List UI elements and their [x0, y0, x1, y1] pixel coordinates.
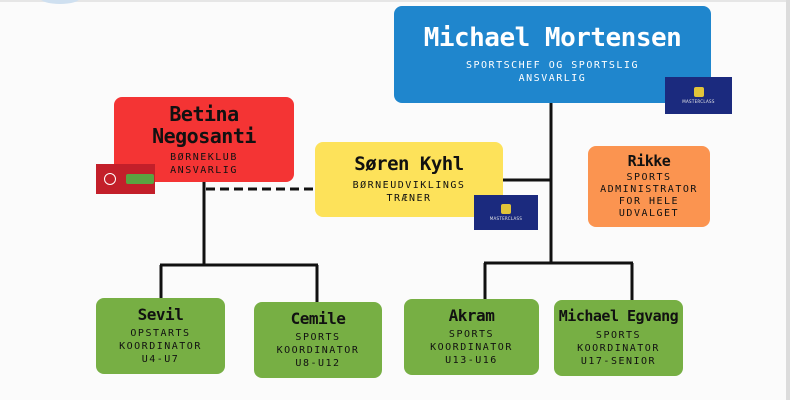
role-line: KOORDINATOR	[430, 342, 513, 354]
node-head: Michael Mortensen SPORTSCHEF OG SPORTSLI…	[394, 6, 711, 103]
node-name: Michael Mortensen	[423, 23, 682, 54]
role-line: SPORTS	[595, 329, 642, 341]
node-role: BØRNEUDVIKLINGS TRÆNER	[353, 179, 466, 205]
node-role: SPORTSCHEF OG SPORTSLIG ANSVARLIG	[466, 59, 639, 85]
node-coordinator-cemile: Cemile SPORTS KOORDINATOR U8-U12	[254, 302, 382, 378]
role-line: SPORTS	[448, 329, 495, 341]
role-line: ANSVARLIG	[170, 164, 238, 176]
role-line: KOORDINATOR	[577, 342, 660, 354]
role-line: OPSTARTS	[130, 328, 191, 340]
role-line: U13-U16	[445, 355, 498, 367]
role-line: U17-SENIOR	[580, 355, 657, 367]
node-name: Michael Egvang	[558, 307, 679, 326]
node-role: SPORTS ADMINISTRATOR FOR HELE UDVALGET	[600, 172, 698, 220]
role-line: SPORTS	[626, 171, 672, 183]
crest-shield	[501, 204, 511, 214]
role-line: ANSVARLIG	[518, 72, 587, 84]
role-line: BØRNEUDVIKLINGS	[352, 179, 466, 191]
node-name: Betina Negosanti	[152, 101, 256, 148]
node-name: Rikke	[627, 152, 671, 171]
role-line: U4-U7	[141, 354, 180, 366]
club-crest-icon: MASTERCLASS	[665, 77, 732, 114]
role-line: U8-U12	[295, 358, 341, 370]
node-name: Sevil	[137, 304, 184, 324]
club-seal-icon	[96, 164, 155, 194]
role-line: KOORDINATOR	[119, 341, 202, 353]
node-coordinator-egvang: Michael Egvang SPORTS KOORDINATOR U17-SE…	[554, 300, 683, 376]
role-line: SPORTSCHEF OG SPORTSLIG	[466, 59, 639, 71]
node-coach: Søren Kyhl BØRNEUDVIKLINGS TRÆNER	[315, 142, 503, 217]
crest-shield	[693, 87, 704, 97]
seal-emblem	[104, 173, 116, 185]
role-line: ADMINISTRATOR	[600, 183, 698, 195]
node-role: BØRNEKLUB ANSVARLIG	[170, 151, 238, 177]
node-role: SPORTS KOORDINATOR U17-SENIOR	[577, 329, 660, 368]
node-name: Cemile	[290, 308, 346, 328]
role-line: TRÆNER	[386, 192, 432, 204]
node-name: Søren Kyhl	[354, 153, 464, 176]
node-coordinator-sevil: Sevil OPSTARTS KOORDINATOR U4-U7	[96, 298, 225, 374]
node-role: SPORTS KOORDINATOR U8-U12	[277, 331, 360, 370]
role-line: UDVALGET	[618, 207, 680, 219]
corner-decoration	[40, 0, 80, 4]
node-role: SPORTS KOORDINATOR U13-U16	[430, 328, 513, 367]
page-top-edge	[0, 0, 790, 2]
field-emblem	[126, 174, 154, 184]
role-line: FOR HELE	[618, 195, 680, 207]
role-line: KOORDINATOR	[276, 345, 360, 357]
node-coordinator-akram: Akram SPORTS KOORDINATOR U13-U16	[404, 299, 539, 375]
node-children-club: Betina Negosanti BØRNEKLUB ANSVARLIG	[114, 97, 294, 182]
node-role: OPSTARTS KOORDINATOR U4-U7	[119, 327, 202, 366]
node-admin: Rikke SPORTS ADMINISTRATOR FOR HELE UDVA…	[588, 146, 710, 227]
role-line: BØRNEKLUB	[170, 151, 238, 163]
role-line: SPORTS	[295, 332, 341, 344]
node-name: Akram	[448, 305, 495, 325]
crest-caption: MASTERCLASS	[489, 216, 523, 221]
page-right-edge	[786, 0, 790, 400]
crest-caption: MASTERCLASS	[682, 99, 715, 104]
club-crest-icon: MASTERCLASS	[474, 195, 538, 230]
